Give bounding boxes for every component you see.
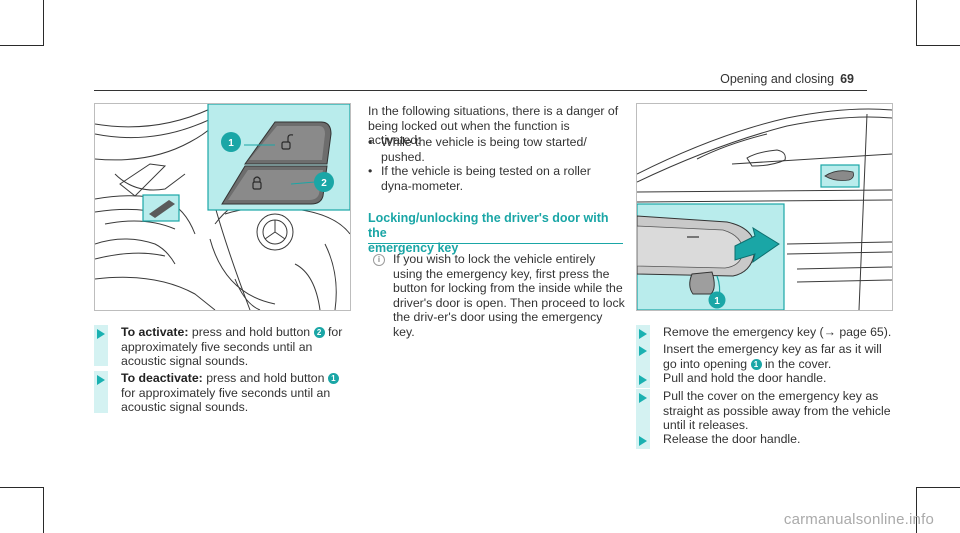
step-text: Release the door handle. (663, 432, 801, 446)
step-text: Pull the cover on the emergency key as s… (663, 389, 891, 432)
crop-mark (0, 487, 44, 488)
section-heading: Locking/unlocking the driver's door with… (368, 211, 628, 256)
crop-mark (916, 45, 960, 46)
figure-door-lock-buttons: 1 2 (94, 103, 351, 311)
info-note: i If you wish to lock the vehicle entire… (368, 252, 626, 339)
figure-callout-label: 1 (714, 296, 720, 307)
step-release-handle: Release the door handle. (636, 432, 898, 449)
intro-paragraph: In the following situations, there is a … (368, 104, 619, 147)
figure-callout-label: 1 (228, 138, 234, 149)
step-hold-handle: Pull and hold the door handle. (636, 371, 898, 388)
figure-callout-label: 2 (321, 178, 327, 189)
situation-item: If the vehicle is being tested on a roll… (368, 164, 621, 193)
step-arrow-icon (97, 329, 105, 339)
callout-number: 1 (327, 373, 339, 384)
step-arrow-icon (639, 346, 647, 356)
situation-list: While the vehicle is being tow started/ … (368, 135, 628, 193)
figure-emergency-key: 1 (636, 103, 893, 311)
step-text: Remove the emergency key (→ page 65). (663, 325, 892, 339)
section-heading-line: emergency key (368, 241, 459, 255)
door-interior-illustration: 1 2 (95, 104, 350, 310)
step-arrow-icon (639, 393, 647, 403)
step-deactivate: To deactivate: press and hold button 1 f… (94, 371, 356, 415)
step-text: Insert the emergency key as far as it wi… (663, 342, 882, 371)
info-icon: i (373, 254, 385, 266)
step-pull-cover: Pull the cover on the emergency key as s… (636, 389, 898, 434)
step-text: press and hold button (206, 371, 325, 385)
step-text: for approximately five seconds until an … (121, 385, 331, 415)
step-lead: To deactivate: (121, 371, 203, 385)
step-lead: To activate: (121, 325, 189, 339)
page-number: 69 (840, 72, 854, 86)
step-arrow-icon (639, 375, 647, 385)
section-title: Opening and closing (720, 72, 835, 86)
crop-mark (916, 487, 960, 488)
section-rule (368, 243, 623, 244)
header-rule (94, 90, 867, 91)
callout-number: 2 (313, 327, 325, 338)
step-text: in the cover. (764, 356, 832, 371)
step-insert-key: Insert the emergency key as far as it wi… (636, 342, 898, 372)
car-door-illustration: 1 (637, 108, 892, 310)
step-remove-key: Remove the emergency key (→ page 65). (636, 325, 898, 342)
step-arrow-icon (639, 329, 647, 339)
section-heading-line: Locking/unlocking the driver's door with… (368, 211, 609, 240)
crop-mark (43, 487, 44, 533)
watermark: carmanualsonline.info (783, 511, 934, 528)
note-text: If you wish to lock the vehicle entirely… (393, 252, 625, 339)
step-text: for approximately five seconds until an … (121, 325, 343, 368)
callout-number: 1 (750, 358, 762, 370)
step-text: press and hold button (191, 325, 311, 339)
crop-mark (43, 0, 44, 46)
step-text: Pull and hold the door handle. (663, 371, 827, 385)
crop-mark (916, 487, 917, 533)
step-arrow-icon (97, 375, 105, 385)
situation-item: While the vehicle is being tow started/ … (368, 135, 596, 164)
crop-mark (0, 45, 44, 46)
step-arrow-icon (639, 436, 647, 446)
crop-mark (916, 0, 917, 46)
page-header: Opening and closing 69 (720, 72, 854, 86)
step-activate: To activate: press and hold button 2 for… (94, 325, 356, 368)
